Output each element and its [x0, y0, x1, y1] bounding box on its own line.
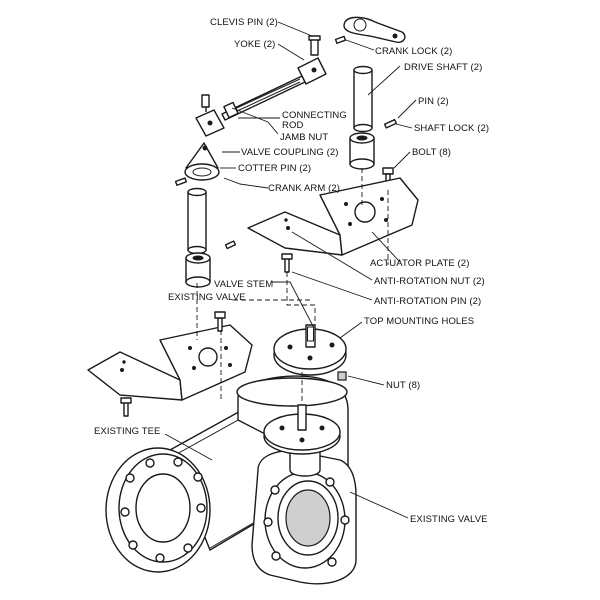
yoke-right	[297, 35, 327, 85]
label-yoke: YOKE (2)	[234, 39, 275, 50]
label-connecting-rod-line1: CONNECTING	[282, 110, 347, 121]
label-pin: PIN (2)	[418, 96, 449, 107]
yoke-left	[195, 94, 225, 137]
nut	[337, 371, 347, 381]
label-jamb-nut: JAMB NUT	[280, 132, 328, 143]
label-nut: NUT (8)	[386, 380, 420, 391]
crank-lock	[334, 16, 406, 44]
drive-shaft-lower	[187, 187, 207, 255]
label-clevis-pin: CLEVIS PIN (2)	[210, 17, 278, 28]
label-anti-rotation-pin: ANTI-ROTATION PIN (2)	[374, 296, 481, 307]
label-actuator-plate: ACTUATOR PLATE (2)	[370, 258, 469, 269]
label-existing-valve-top: EXISTING VALVE	[168, 292, 246, 303]
label-anti-rotation-nut: ANTI-ROTATION NUT (2)	[374, 276, 485, 287]
existing-valve-top-flange	[273, 324, 347, 376]
label-drive-shaft: DRIVE SHAFT (2)	[404, 62, 482, 73]
connecting-rod	[221, 75, 306, 121]
label-valve-stem: VALVE STEM	[214, 279, 273, 290]
existing-valve-lower	[251, 404, 357, 585]
label-existing-valve-bottom: EXISTING VALVE	[410, 514, 488, 525]
actuator-plate-lower	[87, 311, 253, 417]
label-valve-coupling: VALVE COUPLING (2)	[241, 147, 339, 158]
label-crank-lock: CRANK LOCK (2)	[375, 46, 452, 57]
pin-shaft-lock	[383, 118, 397, 129]
label-cotter-pin: COTTER PIN (2)	[238, 163, 311, 174]
tee-flange-bolt-holes	[120, 457, 206, 563]
callout-labels: CLEVIS PIN (2) YOKE (2) CRANK LOCK (2) D…	[94, 17, 489, 525]
label-bolt: BOLT (8)	[412, 147, 451, 158]
label-shaft-lock: SHAFT LOCK (2)	[414, 123, 489, 134]
crank-arm	[174, 142, 220, 186]
label-connecting-rod-line2: ROD	[282, 120, 303, 131]
leader-lines	[164, 21, 417, 519]
label-existing-tee: EXISTING TEE	[94, 426, 161, 437]
valve-coupling-lower	[185, 240, 237, 288]
label-top-mounting-holes: TOP MOUNTING HOLES	[364, 316, 474, 327]
valve-coupling-upper	[349, 132, 375, 170]
label-crank-arm: CRANK ARM (2)	[268, 183, 340, 194]
assembly-centerlines	[196, 168, 389, 405]
drive-shaft-upper	[353, 65, 373, 133]
